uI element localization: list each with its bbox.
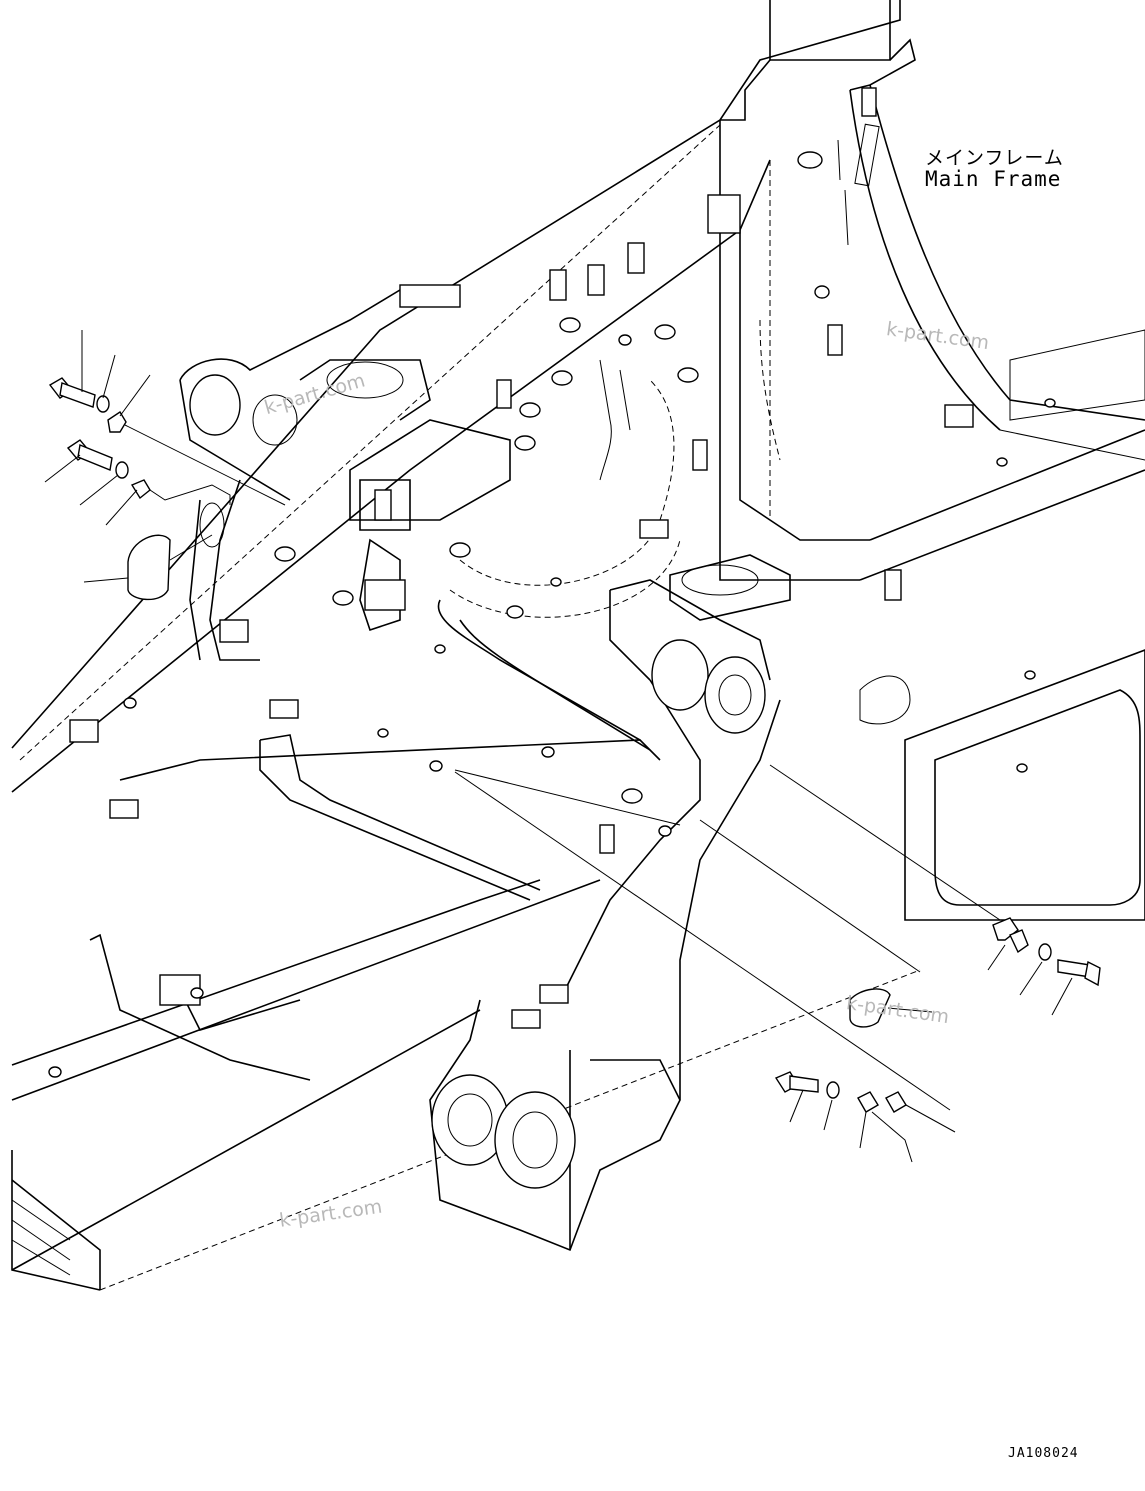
lower-frame-beam — [11, 879, 921, 1291]
callout-bolt-set-top-left — [44, 330, 286, 601]
right-side-plate — [859, 329, 1145, 921]
upper-frame-beam — [11, 0, 916, 793]
swing-mount-housing — [349, 419, 791, 632]
callout-bolt-set-bottom — [454, 769, 956, 1163]
frame-stencil-marking — [837, 123, 880, 246]
title-japanese: メインフレーム — [925, 147, 1064, 169]
callout-bolt-set-right — [699, 764, 1101, 1028]
pins-and-bosses — [48, 151, 1056, 1078]
title-english: Main Frame — [925, 167, 1062, 191]
front-arm-bracket — [429, 579, 781, 1252]
left-arm-bracket — [179, 289, 431, 661]
mounting-blocks — [69, 87, 974, 1029]
vertical-frame-column — [719, 84, 1145, 581]
harness-routing — [437, 319, 781, 751]
center-cross-beam — [89, 734, 661, 1081]
drawing-code: JA108024 — [1008, 1446, 1079, 1461]
